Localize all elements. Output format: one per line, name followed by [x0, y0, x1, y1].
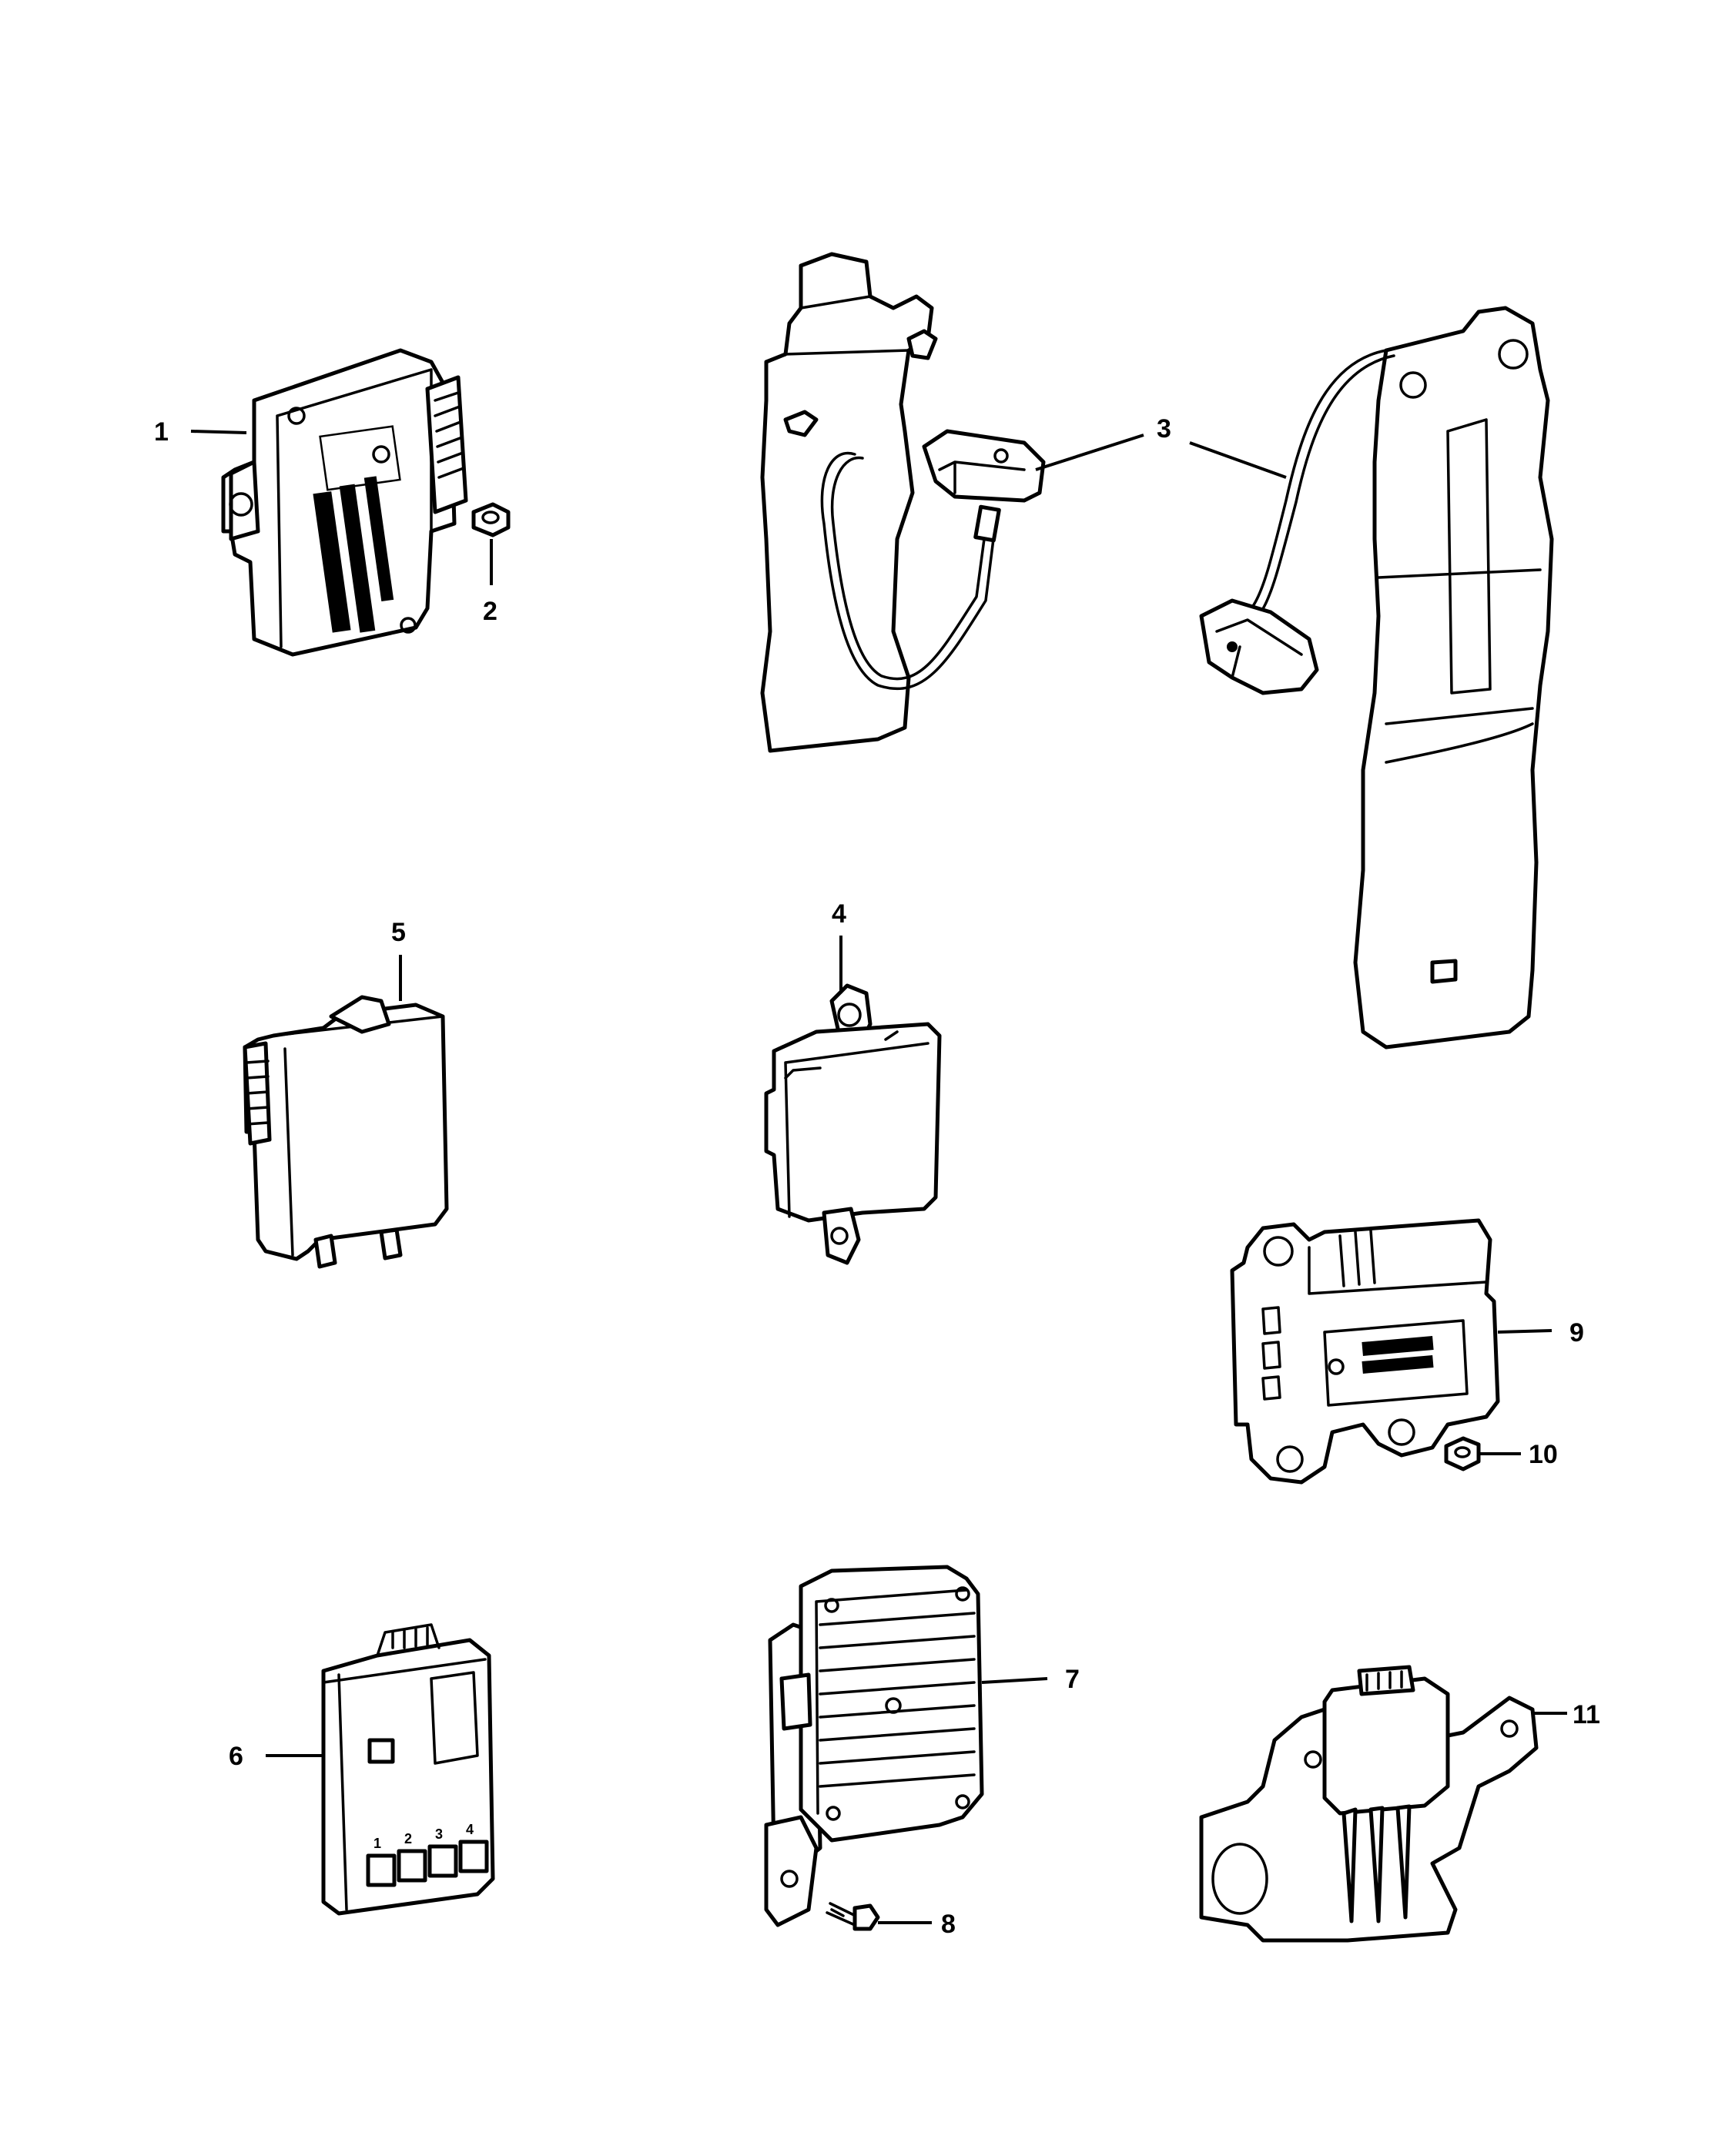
part-5-module — [243, 995, 449, 1269]
connector-pin-label-1: 1 — [373, 1836, 381, 1851]
callout-4: 4 — [832, 899, 846, 929]
callout-7: 7 — [1065, 1665, 1080, 1694]
callout-11: 11 — [1573, 1700, 1600, 1729]
part-3-bracket-right — [1199, 306, 1554, 1050]
part-3-bracket-left — [760, 252, 1046, 753]
connector-pin-label-2: 2 — [404, 1831, 412, 1846]
part-6-module: 1 2 3 4 — [321, 1623, 495, 1916]
callout-10: 10 — [1529, 1440, 1558, 1469]
callouts: 1 2 3 4 5 6 7 8 9 10 11 — [154, 414, 1600, 1939]
connector-pin-label-4: 4 — [466, 1822, 474, 1837]
connector-pin-label-3: 3 — [435, 1826, 443, 1842]
callout-1: 1 — [154, 417, 169, 447]
part-10-nut — [1444, 1436, 1481, 1471]
leader-3a — [1035, 434, 1144, 471]
callout-2: 2 — [483, 597, 497, 626]
callout-3: 3 — [1157, 414, 1171, 444]
leader-3b — [1189, 441, 1287, 479]
part-4-module — [764, 983, 942, 1265]
leader-7 — [981, 1677, 1048, 1684]
part-2-nut — [471, 502, 511, 537]
callout-5: 5 — [391, 918, 406, 947]
callout-9: 9 — [1569, 1318, 1584, 1348]
part-9-module — [1230, 1218, 1500, 1485]
callout-6: 6 — [229, 1742, 243, 1771]
part-11-mounted-module — [1199, 1665, 1539, 1943]
callout-8: 8 — [941, 1910, 956, 1939]
leader-1 — [190, 430, 247, 434]
part-1-control-module — [221, 348, 468, 657]
part-7-finned-controller — [764, 1565, 984, 1927]
part-1-label-block — [313, 425, 401, 633]
leader-9 — [1497, 1329, 1552, 1334]
part-6-connector-row: 1 2 3 4 — [366, 1822, 489, 1887]
part-8-bolt — [826, 1902, 880, 1931]
leader-lines — [190, 430, 1567, 1924]
